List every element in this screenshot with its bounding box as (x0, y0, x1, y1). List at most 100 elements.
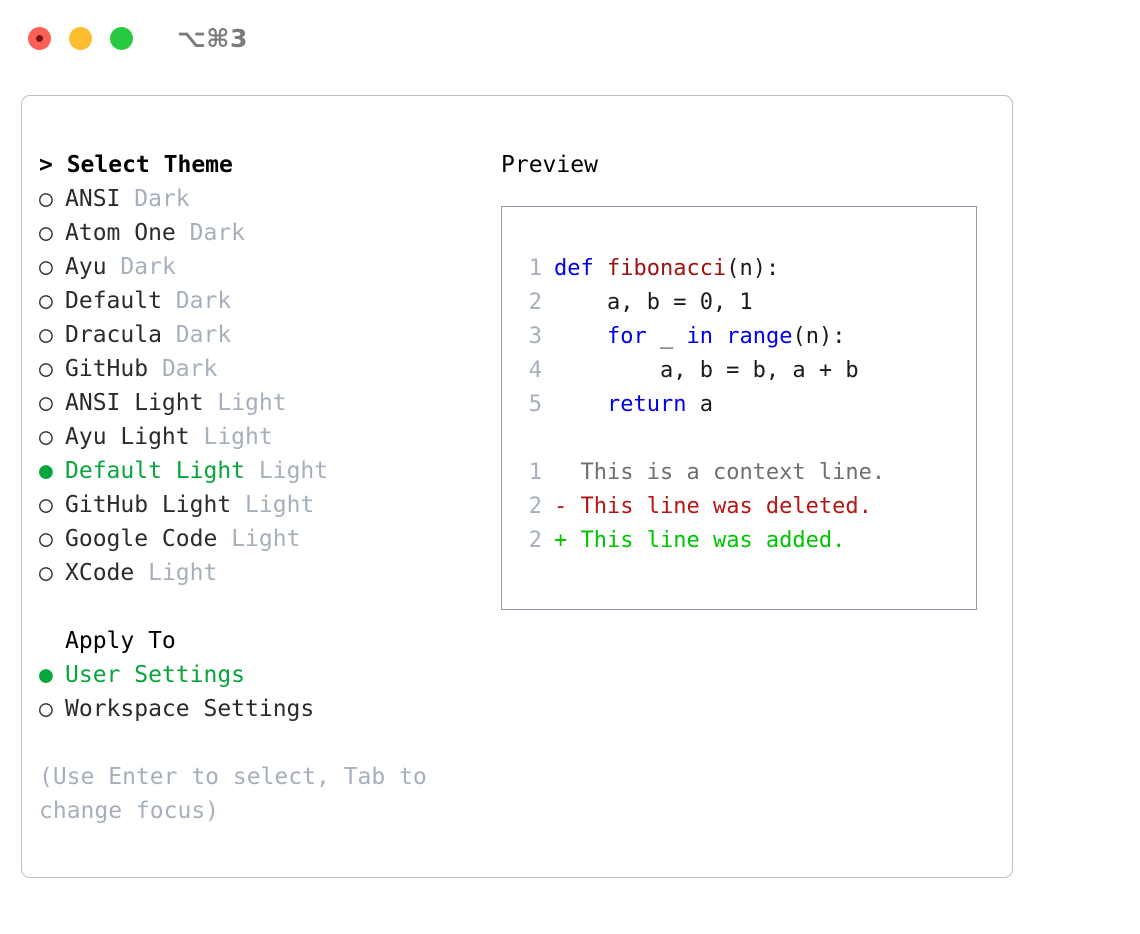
close-button[interactable] (28, 26, 51, 50)
theme-option-label: GitHub (65, 356, 149, 382)
radio-unselected-icon: ○ (39, 254, 53, 280)
radio-unselected-icon: ○ (39, 356, 53, 382)
code-line-number: 2 (528, 528, 542, 553)
theme-option-variant-tag: Dark (175, 288, 232, 314)
theme-option-label: Default (65, 288, 162, 314)
diff-line: 2- This line was deleted. (518, 490, 885, 524)
theme-option-variant-tag: Light (231, 526, 301, 552)
radio-selected-icon: ● (39, 458, 53, 484)
theme-option-ayu[interactable]: ○Ayu Dark (39, 250, 499, 284)
code-token-plain: a, b = 0, 1 (554, 290, 753, 315)
radio-unselected-icon: ○ (39, 220, 53, 246)
code-token-fn: fibonacci (606, 256, 727, 281)
theme-option-github[interactable]: ○ GitHub Dark (39, 352, 499, 386)
theme-option-variant-tag: Dark (161, 356, 218, 382)
theme-option-variant-tag: Dark (134, 186, 190, 212)
theme-option-label: Google Code (65, 526, 218, 552)
apply-to-option-workspace-settings[interactable]: ○Workspace Settings (39, 692, 499, 726)
theme-option-label: Default Light (65, 458, 246, 484)
theme-option-label: XCode (65, 560, 135, 586)
theme-option-variant-tag: Light (217, 390, 287, 416)
radio-selected-icon: ● (39, 662, 53, 688)
preview-header: Preview (501, 152, 598, 178)
code-token-kw: for (606, 324, 647, 349)
theme-option-default[interactable]: ○ Default Dark (39, 284, 499, 318)
code-token-plain (554, 324, 607, 349)
code-line-number: 5 (528, 392, 542, 417)
code-line-number: 2 (528, 494, 542, 519)
minimize-button[interactable] (69, 26, 92, 50)
apply-to-option-user-settings[interactable]: ● User Settings (39, 658, 499, 692)
theme-option-label: Ayu (65, 254, 107, 280)
theme-option-default-light[interactable]: ● Default Light Light (39, 454, 499, 488)
code-token-kw: in (686, 324, 713, 349)
keyboard-shortcut-label: ⌥⌘3 (177, 23, 248, 53)
apply-to-header: Apply To (65, 628, 176, 654)
radio-unselected-icon: ○ (39, 526, 53, 552)
theme-option-ansi-light[interactable]: ○ ANSI Light Light (39, 386, 499, 420)
keyboard-hint-text: (Use Enter to select, Tab to change focu… (39, 764, 441, 824)
code-token-kw: range (726, 324, 793, 349)
code-line-number: 1 (528, 256, 542, 281)
diff-marker: + (554, 528, 581, 553)
diff-line: 2 + This line was added. (518, 524, 885, 558)
theme-option-dracula[interactable]: ○Dracula Dark (39, 318, 499, 352)
theme-list[interactable]: ○ANSI Dark ○ Atom One Dark ○ Ayu Dark ○ Defaul… (39, 182, 499, 590)
window-titlebar: ⌥⌘3 (0, 0, 1140, 76)
diff-text: This line was deleted. (580, 494, 872, 519)
theme-option-google-code[interactable]: ○ Google Code Light (39, 522, 499, 556)
hint-spacer (39, 726, 499, 760)
radio-unselected-icon: ○ (39, 492, 53, 518)
select-theme-header: > Select Theme (39, 152, 233, 178)
code-token-plain: (n): (726, 256, 780, 281)
window-controls (28, 26, 133, 50)
maximize-button[interactable] (110, 26, 133, 50)
theme-option-variant-tag: Light (148, 560, 218, 586)
code-token-kw: return (606, 392, 687, 417)
apply-to-option-label: User Settings (65, 662, 246, 688)
theme-option-variant-tag: Dark (189, 220, 246, 246)
code-line: 1 def fibonacci(n): (518, 252, 885, 286)
theme-option-variant-tag: Light (245, 492, 315, 518)
theme-option-label: ANSI Light (65, 390, 204, 416)
theme-option-label: Dracula (65, 322, 162, 348)
theme-option-label: Atom One (65, 220, 176, 246)
apply-to-option-label: Workspace Settings (65, 696, 315, 722)
code-line-number: 3 (528, 324, 542, 349)
radio-unselected-icon: ○ (39, 288, 53, 314)
diff-text: This line was added. (580, 528, 846, 553)
code-token-plain (713, 324, 726, 349)
code-line: 3 for _ in range(n): (518, 320, 885, 354)
code-line-number: 4 (528, 358, 542, 383)
code-token-kw: def (554, 256, 607, 281)
theme-option-variant-tag: Light (258, 458, 329, 484)
theme-option-label: Ayu Light (65, 424, 190, 450)
diff-text: This is a context line. (580, 460, 886, 485)
code-line: 2 a, b = 0, 1 (518, 286, 885, 320)
code-token-plain: a, b = b, a + b (554, 358, 859, 383)
radio-unselected-icon: ○ (39, 424, 53, 450)
radio-unselected-icon: ○ (39, 560, 53, 586)
radio-unselected-icon: ○ (39, 390, 53, 416)
theme-option-label: GitHub Light (65, 492, 232, 518)
code-token-plain: a (686, 392, 713, 417)
diff-marker: - (554, 494, 581, 519)
apply-to-list[interactable]: ● User Settings ○Workspace Settings (39, 658, 499, 726)
theme-option-atom-one[interactable]: ○ Atom One Dark (39, 216, 499, 250)
theme-option-ansi[interactable]: ○ANSI Dark (39, 182, 499, 216)
code-token-plain: _ (646, 324, 687, 349)
code-token-plain: (n): (792, 324, 846, 349)
theme-option-xcode[interactable]: ○ XCode Light (39, 556, 499, 590)
diff-marker (554, 460, 581, 485)
code-line-number: 1 (528, 460, 542, 485)
theme-option-ayu-light[interactable]: ○Ayu Light Light (39, 420, 499, 454)
theme-option-github-light[interactable]: ○ GitHub Light Light (39, 488, 499, 522)
diff-line: 1 This is a context line. (518, 456, 885, 490)
section-spacer (39, 590, 499, 624)
code-line-number: 2 (528, 290, 542, 315)
code-line: 5 return a (518, 388, 885, 422)
code-line: 4 a, b = b, a + b (518, 354, 885, 388)
